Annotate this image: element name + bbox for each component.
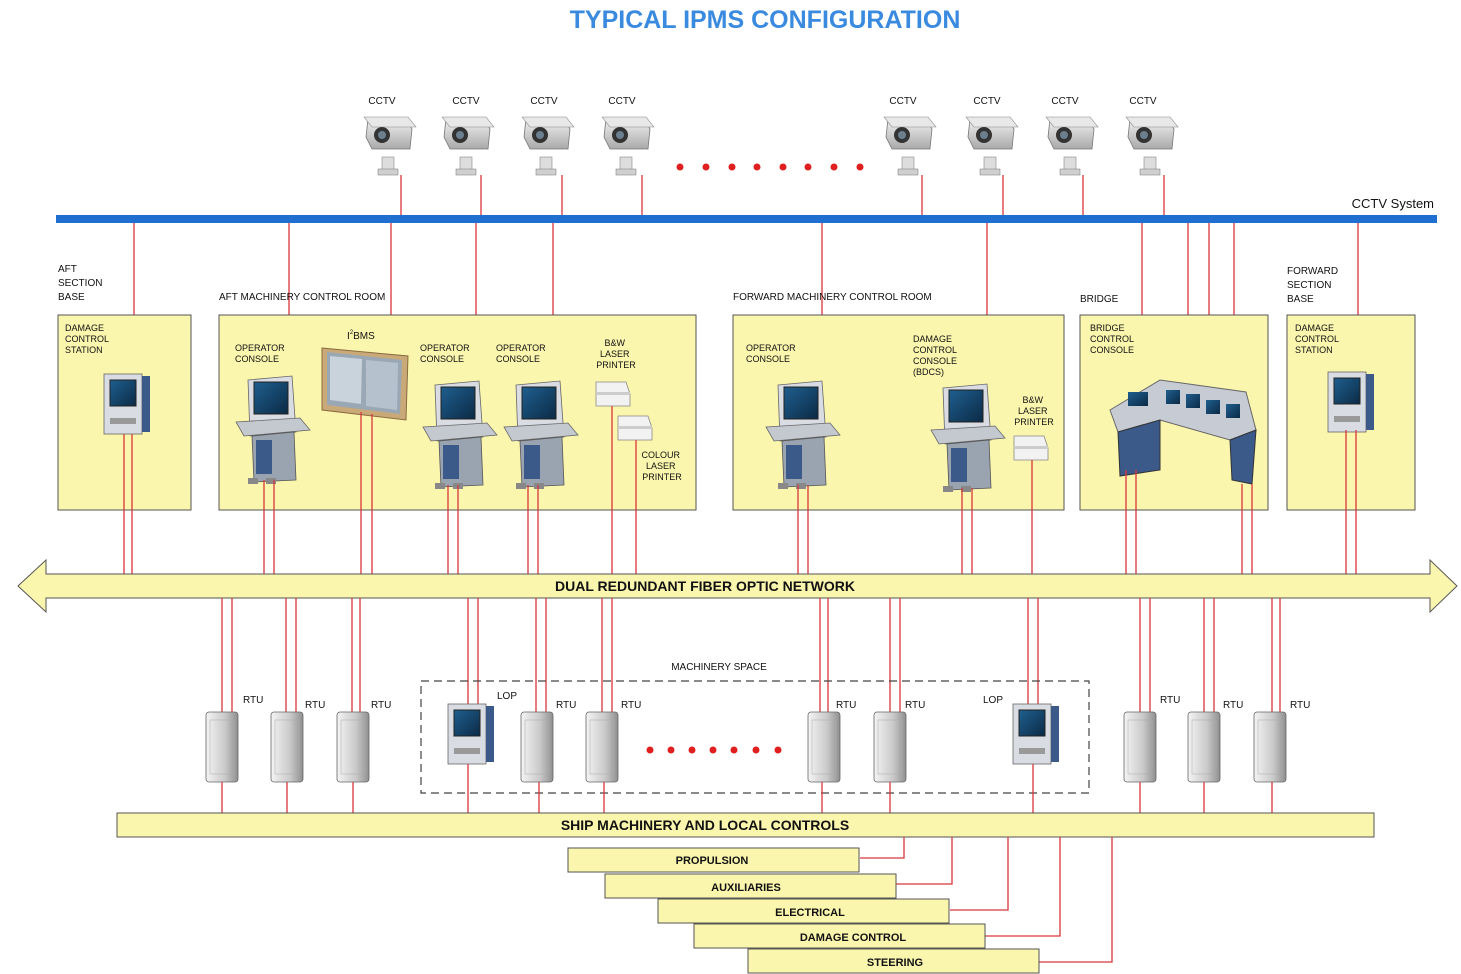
fwd-base-title: FORWARD SECTION BASE [1287, 266, 1341, 305]
ship-machinery-label: SHIP MACHINERY AND LOCAL CONTROLS [561, 817, 849, 833]
cctv-label-5: CCTV [889, 96, 917, 107]
fwd-mcr-title: FORWARD MACHINERY CONTROL ROOM [733, 292, 932, 303]
cctv-label-3: CCTV [530, 96, 558, 107]
lop-2 [1012, 703, 1060, 765]
lop-1 [447, 703, 495, 765]
subsystem-auxiliaries-label: AUXILIARIES [711, 882, 781, 894]
aft-damage-control-station [103, 373, 151, 435]
fwd-dcs-label: DAMAGE CONTROL STATION [1295, 323, 1341, 355]
network-to-rtu-links [221, 598, 1281, 712]
cctv-camera-2 [441, 116, 495, 176]
rtu-ellipsis [646, 746, 782, 754]
fiber-optic-network [17, 558, 1458, 614]
rtu-2 [270, 711, 304, 783]
cctv-camera-6 [965, 116, 1019, 176]
rtu-to-ship-links [221, 764, 1273, 813]
subsystem-electrical-label: ELECTRICAL [775, 907, 845, 919]
cctv-label-1: CCTV [368, 96, 396, 107]
cctv-label-6: CCTV [973, 96, 1001, 107]
aft-bw-printer [595, 381, 631, 407]
subsystem-propulsion [567, 847, 860, 873]
bridge-title: BRIDGE [1080, 294, 1119, 305]
cctv-camera-3 [521, 116, 575, 176]
cctv-ellipsis [676, 163, 864, 171]
rtu-label-8: RTU [1160, 695, 1180, 706]
bridge-console-label: BRIDGE CONTROL CONSOLE [1090, 323, 1136, 355]
rtu-9 [1187, 711, 1221, 783]
diagram-title: TYPICAL IPMS CONFIGURATION [570, 6, 961, 34]
rtu-label-7: RTU [905, 700, 925, 711]
aft-dcs-label: DAMAGE CONTROL STATION [65, 323, 111, 355]
bridge-control-console [1109, 379, 1257, 485]
aft-colour-printer-label: COLOUR LASER PRINTER [641, 450, 682, 482]
lop-label-1: LOP [497, 691, 517, 702]
fwd-op-label: OPERATOR CONSOLE [746, 343, 798, 364]
fwd-damage-control-station [1327, 371, 1375, 433]
cctv-camera-5 [883, 116, 937, 176]
cctv-camera-1 [363, 116, 417, 176]
cctv-label-2: CCTV [452, 96, 480, 107]
rtu-label-4: RTU [556, 700, 576, 711]
device-to-network-links [123, 406, 1357, 574]
cctv-camera-7 [1045, 116, 1099, 176]
rtu-label-6: RTU [836, 700, 856, 711]
i2bms-display [321, 347, 409, 421]
aft-colour-printer [617, 415, 653, 441]
subsystem-electrical [657, 898, 950, 924]
rtu-4 [520, 711, 554, 783]
lop-label-2: LOP [983, 695, 1003, 706]
subsystem-steering-label: STEERING [867, 957, 923, 969]
cctv-camera-4 [601, 116, 655, 176]
fwd-bw-printer [1013, 435, 1049, 461]
rtu-label-1: RTU [243, 695, 263, 706]
subsystem-propulsion-label: PROPULSION [676, 855, 749, 867]
rtu-3 [336, 711, 370, 783]
rtu-5 [585, 711, 619, 783]
rtu-8 [1123, 711, 1157, 783]
aft-op3-label: OPERATOR CONSOLE [496, 343, 548, 364]
rtu-label-2: RTU [305, 700, 325, 711]
aft-mcr-title: AFT MACHINERY CONTROL ROOM [219, 292, 385, 303]
bdcs-label: DAMAGE CONTROL CONSOLE (BDCS) [913, 334, 960, 377]
aft-op1-label: OPERATOR CONSOLE [235, 343, 287, 364]
rtu-6 [807, 711, 841, 783]
aft-op2-label: OPERATOR CONSOLE [420, 343, 472, 364]
rtu-10 [1253, 711, 1287, 783]
subsystem-links [860, 837, 1113, 963]
i2bms-label: I2BMS [347, 330, 375, 342]
subsystem-damage-control-label: DAMAGE CONTROL [800, 932, 907, 944]
network-label: DUAL REDUNDANT FIBER OPTIC NETWORK [555, 578, 855, 594]
subsystem-auxiliaries [604, 873, 897, 899]
aft-base-title: AFT SECTION BASE [58, 264, 105, 303]
aft-bw-printer-label: B&W LASER PRINTER [596, 338, 636, 370]
ship-machinery-bar [116, 812, 1375, 838]
cctv-label-7: CCTV [1051, 96, 1079, 107]
machinery-space-label: MACHINERY SPACE [671, 662, 767, 673]
cctv-camera-8 [1125, 116, 1179, 176]
rtu-label-3: RTU [371, 700, 391, 711]
cctv-bus [56, 215, 1437, 223]
rtu-label-5: RTU [621, 700, 641, 711]
fwd-bw-printer-label: B&W LASER PRINTER [1014, 395, 1054, 427]
cctv-label-4: CCTV [608, 96, 636, 107]
cctv-drop-links [400, 175, 1165, 215]
cctv-system-label: CCTV System [1352, 196, 1434, 211]
cctv-label-8: CCTV [1129, 96, 1157, 107]
rtu-7 [873, 711, 907, 783]
rtu-label-10: RTU [1290, 700, 1310, 711]
rtu-1 [205, 711, 239, 783]
rtu-label-9: RTU [1223, 700, 1243, 711]
subsystem-damage-control [693, 923, 986, 949]
subsystem-steering [747, 948, 1040, 974]
